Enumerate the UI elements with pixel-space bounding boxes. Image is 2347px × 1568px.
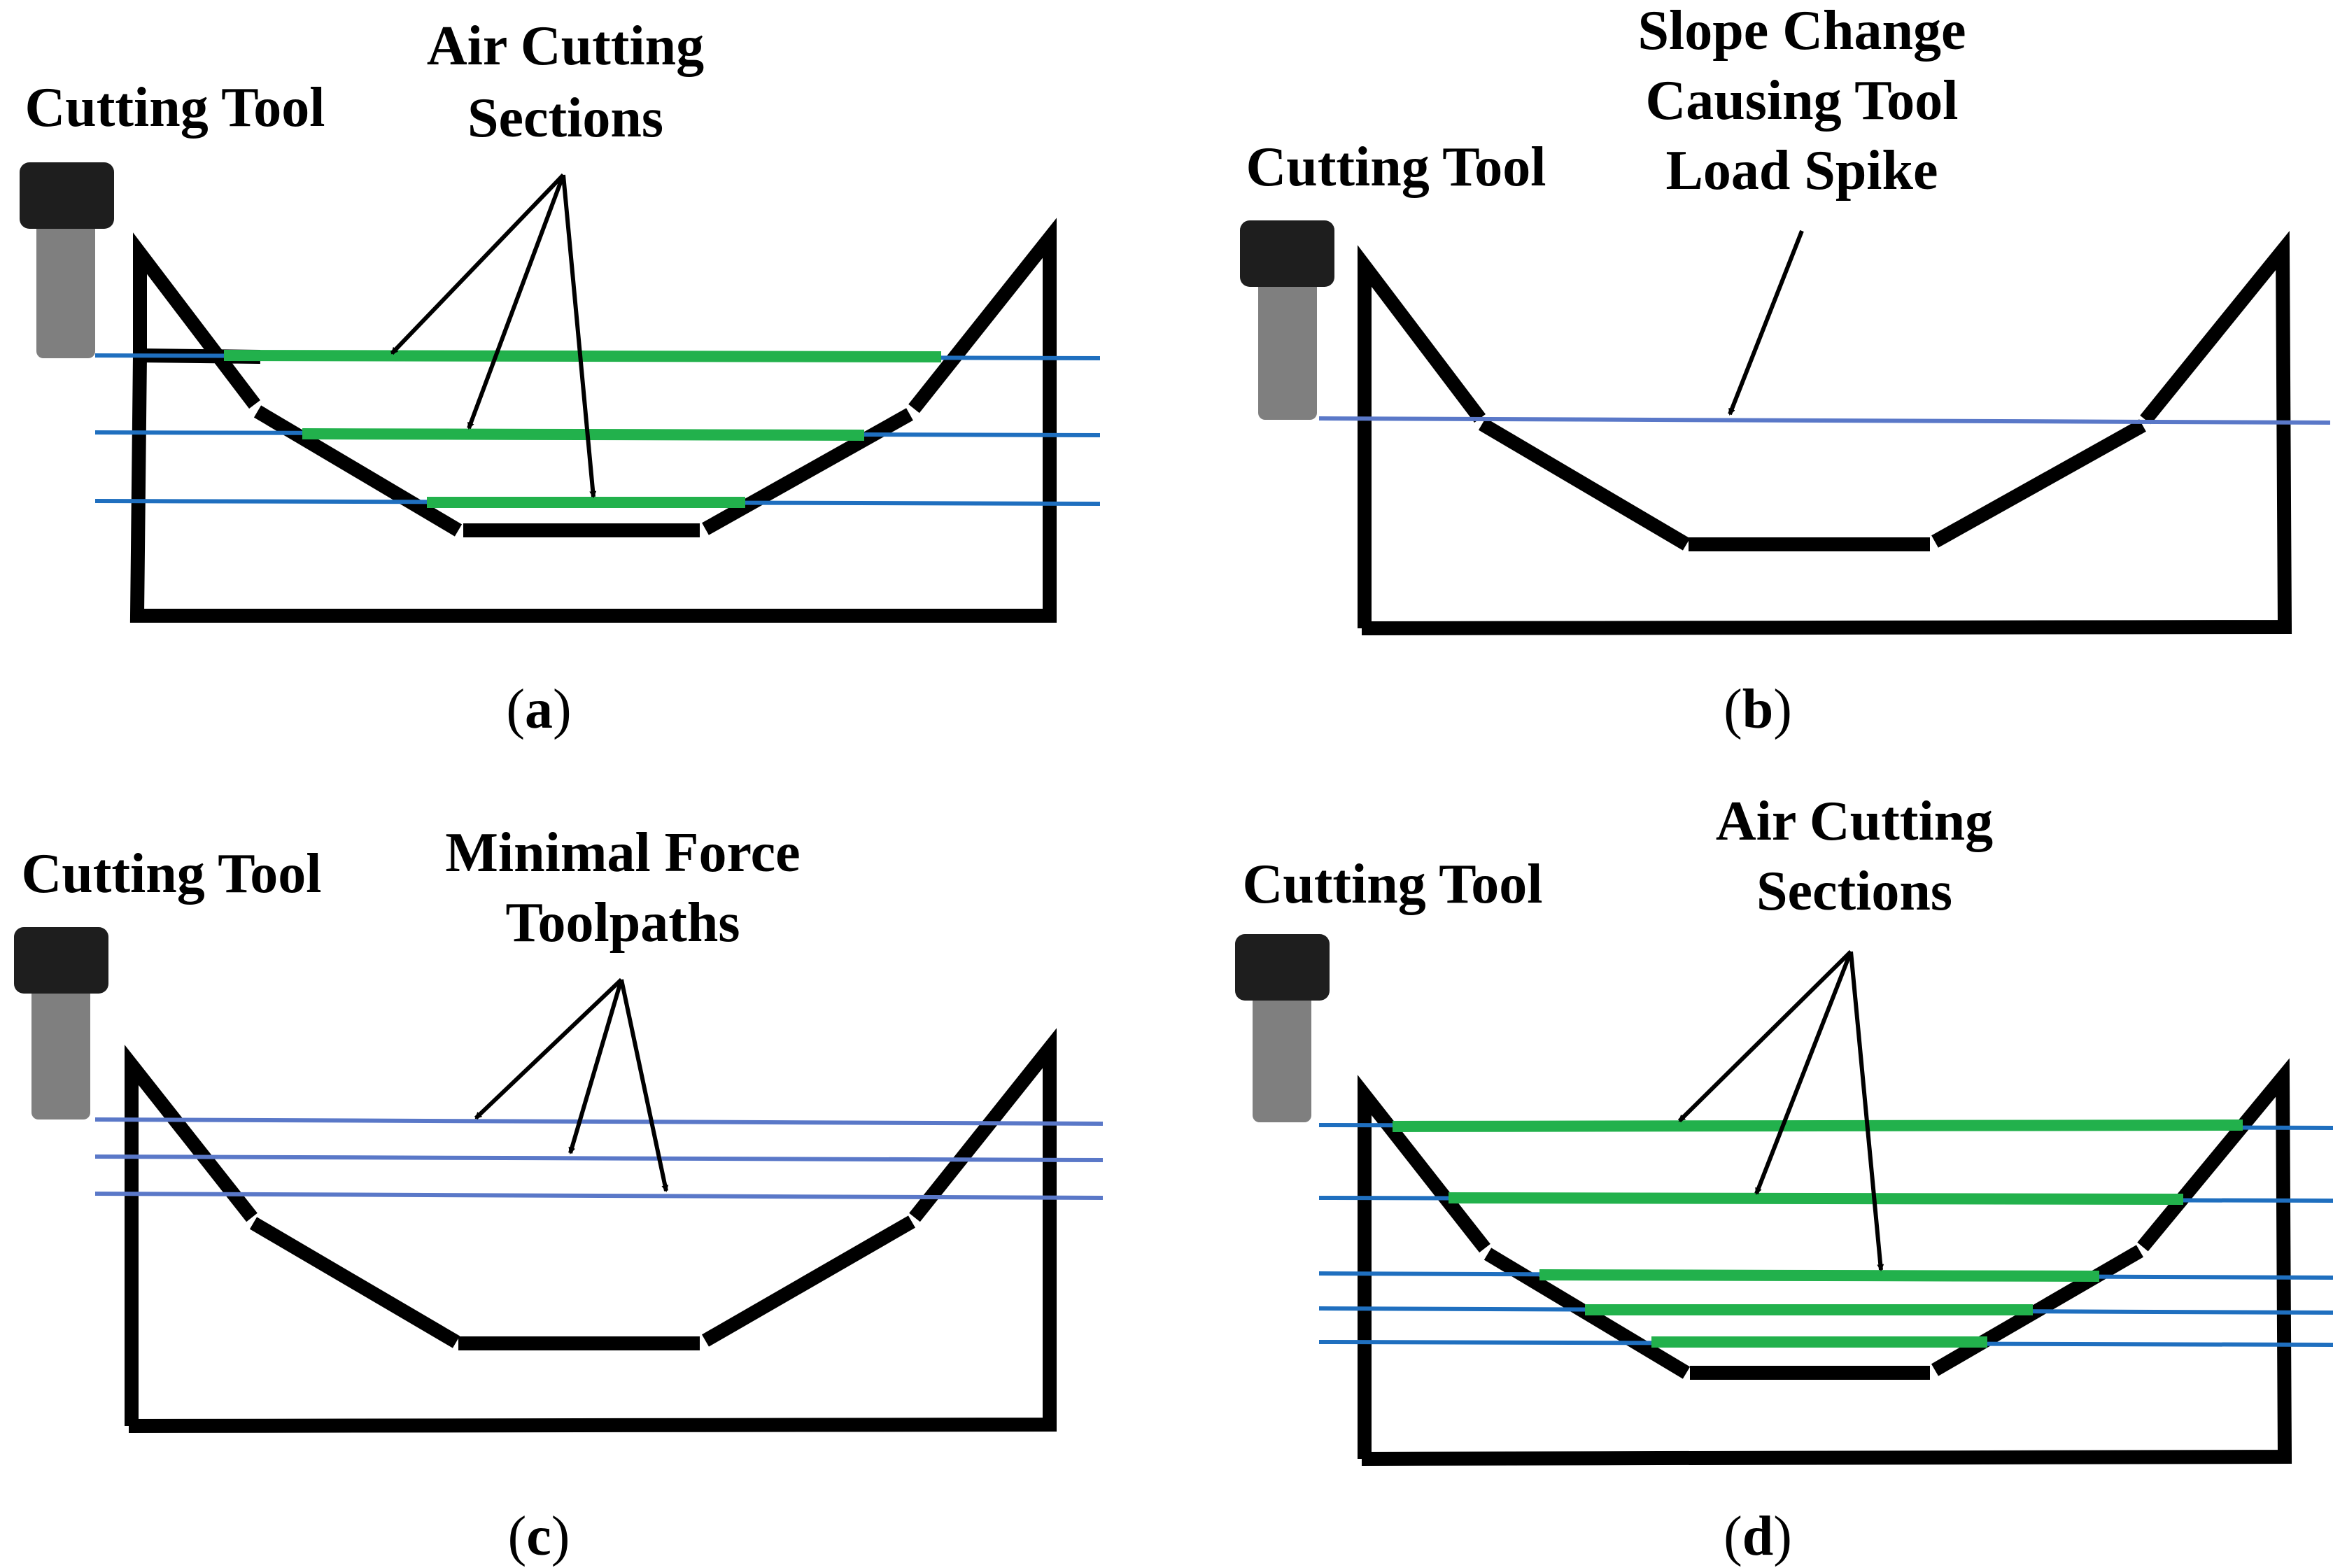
toolpath-1 (1318, 416, 2331, 425)
toolpath-3 (94, 1192, 1104, 1200)
arrow-2 (467, 174, 565, 430)
air-cut-2 (302, 428, 865, 441)
pocket-slope-left (249, 1217, 460, 1348)
annotation-line-1: Air Cutting (427, 15, 704, 77)
workpiece-right-wall (129, 218, 1057, 623)
workpiece-left-wall-and-slope (1358, 1075, 1490, 1459)
caption-a: (a) (506, 679, 571, 740)
air-cutting-sections (1392, 1120, 2243, 1348)
annotation-line-2: Toolpaths (506, 892, 740, 954)
air-cut-2 (1448, 1192, 2184, 1205)
workpiece-outline (1358, 1058, 2292, 1466)
toolpath-1 (94, 1117, 1104, 1126)
annotation-line-1: Minimal Force (445, 822, 800, 884)
panel-d: Cutting Tool Air Cutting Sections (1235, 791, 2334, 1567)
workpiece-right-wall (1361, 230, 2292, 635)
arrow-3 (561, 174, 597, 498)
arrow-1 (390, 173, 565, 355)
tool-shank (36, 188, 95, 358)
workpiece-outline (125, 1028, 1057, 1433)
cutting-tool-icon (1240, 220, 1334, 420)
tool-head (1235, 934, 1330, 1001)
tool-label: Cutting Tool (1246, 136, 1546, 198)
annotation-line-3: Load Spike (1665, 140, 1938, 202)
air-cut-1 (223, 350, 942, 362)
workpiece-left-wall (133, 232, 261, 409)
annotation-arrows (1677, 949, 1884, 1271)
air-cut-3 (1539, 1269, 2100, 1282)
panel-a: Cutting Tool Air Cutting Sections (a) (20, 15, 1101, 740)
annotation-line-1: Air Cutting (1716, 791, 1993, 852)
annotation-line-2: Sections (467, 87, 663, 149)
air-cut-1 (1392, 1120, 2243, 1132)
arrow-1 (474, 977, 623, 1120)
annotation-arrows (474, 977, 669, 1192)
pocket-slope-right (702, 1215, 915, 1347)
cutting-tool-icon (20, 162, 114, 358)
pocket-slope-left (1478, 418, 1691, 551)
tool-head (14, 927, 108, 994)
arrow-3 (1849, 951, 1884, 1271)
air-cutting-sections (223, 350, 942, 508)
cutting-tool-icon (14, 927, 108, 1120)
arrow-2 (1754, 950, 1853, 1195)
caption-d: (d) (1724, 1506, 1792, 1567)
toolpath-2 (94, 1154, 1104, 1162)
caption-c: (c) (508, 1506, 570, 1567)
tool-label: Cutting Tool (24, 77, 325, 139)
panel-c: Cutting Tool Minimal Force Toolpaths (c) (14, 822, 1104, 1567)
toolpaths (94, 1117, 1104, 1200)
tool-label: Cutting Tool (1242, 854, 1542, 915)
annotation-line-2: Causing Tool (1646, 70, 1959, 132)
annotation-arrows (390, 173, 597, 498)
tool-shank (1258, 245, 1317, 420)
workpiece-outline (129, 218, 1057, 623)
workpiece-outline (1358, 230, 2292, 635)
arrow-3 (619, 979, 669, 1192)
workpiece-right-wall (1361, 1058, 2292, 1466)
workpiece-right-wall (128, 1028, 1057, 1433)
tool-label: Cutting Tool (21, 843, 321, 905)
arrow-1 (1677, 949, 1853, 1123)
panel-b: Cutting Tool Slope Change Causing Tool L… (1240, 0, 2331, 740)
annotation-line-1: Slope Change (1638, 0, 1966, 62)
tool-head (1240, 220, 1334, 287)
caption-b: (b) (1724, 679, 1792, 740)
cutting-tool-icon (1235, 934, 1330, 1122)
tool-head (20, 162, 114, 229)
workpiece-left-wall-and-slope (1358, 245, 1486, 628)
arrow-2 (568, 979, 623, 1154)
workpiece-left-wall-and-slope (125, 1045, 258, 1426)
annotation-line-2: Sections (1756, 861, 1952, 922)
annotation-arrow (1728, 229, 1804, 416)
pocket-slope-right (1931, 419, 2146, 548)
